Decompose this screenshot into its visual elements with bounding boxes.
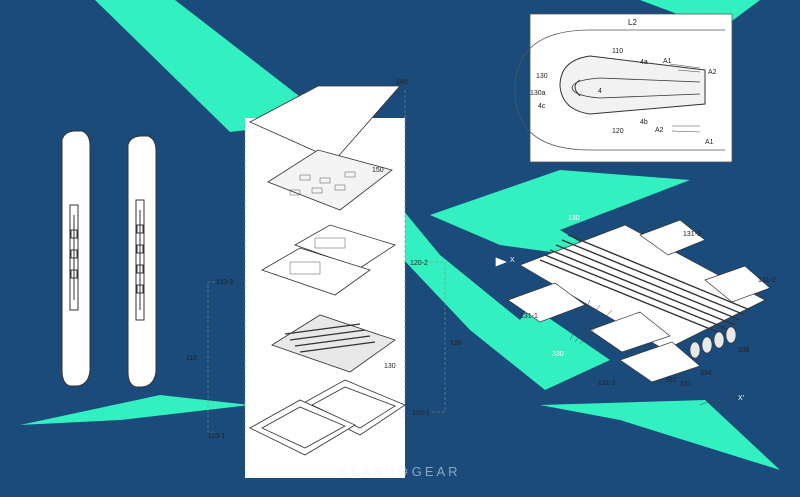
layer-140-plate <box>249 85 401 161</box>
exploded-view-labels: 140 150 110-2 120-2 110 120 130 110-1 12… <box>186 79 462 440</box>
label-110-2: 110-2 <box>216 279 233 286</box>
inset-label-4b: 4b <box>640 119 648 126</box>
label-110: 110 <box>186 355 197 362</box>
inset-label-l2: L2 <box>628 18 637 27</box>
label-120-1: 120-1 <box>412 410 430 417</box>
label-140: 140 <box>396 79 408 86</box>
slashgear-watermark: SLASH⚙GEAR <box>339 464 461 479</box>
layer-110-1-housing <box>249 399 356 456</box>
hinge-label-336: 336 <box>738 347 750 354</box>
label-110-1: 110-1 <box>208 433 225 440</box>
hinge-label-334: 334 <box>700 370 712 377</box>
hinge-label-131-1-bottom: 131-1 <box>598 380 616 387</box>
hinge-label-131-2: 131-2 <box>758 277 776 284</box>
inset-label-120: 120 <box>612 128 624 135</box>
hinge-label-x: X <box>510 257 515 264</box>
accent-bolt-bottom-left <box>20 395 250 425</box>
side-view-phone-right <box>127 135 157 388</box>
hinge-label-131-1-left: 131-1 <box>520 313 538 320</box>
inset-label-4a: 4a <box>640 59 648 66</box>
hinge-label-330: 330 <box>552 351 564 358</box>
label-150: 150 <box>372 167 384 174</box>
inset-label-a1-bottom: A1 <box>705 139 714 146</box>
inset-label-a1-top: A1 <box>663 58 672 65</box>
layer-110-2-plate <box>261 247 371 296</box>
hinge-labels: 130 131-3 X 131-2 131-1 330 131-1 336 33… <box>510 215 776 402</box>
hinge-label-130: 130 <box>568 215 580 222</box>
hinge-label-x-prime: X' <box>738 395 744 402</box>
inset-label-4: 4 <box>598 88 602 95</box>
inset-label-a2-top: A2 <box>708 69 717 76</box>
inset-label-130a: 130a <box>530 90 546 97</box>
label-120-2: 120-2 <box>410 260 428 267</box>
accent-bolt-top-left <box>95 0 330 132</box>
hinge-assembly <box>495 219 771 409</box>
inset-diagram: L2 110 4a A1 A2 130 130a 4 4c 120 4b A2 … <box>514 13 733 163</box>
inset-label-130: 130 <box>536 73 548 80</box>
label-130: 130 <box>384 363 396 370</box>
accent-bolt-bottom-right <box>540 400 780 470</box>
exploded-view <box>207 85 446 456</box>
layer-130-hinge <box>271 314 396 373</box>
inset-label-110: 110 <box>612 48 623 55</box>
hinge-label-332: 332 <box>665 377 677 384</box>
x-marker-triangle <box>495 257 507 267</box>
inset-label-4c: 4c <box>538 103 546 110</box>
inset-label-a2-bottom: A2 <box>655 127 664 134</box>
hinge-label-331: 331 <box>680 381 692 388</box>
label-120: 120 <box>450 340 462 347</box>
accent-bolt-right <box>430 170 690 260</box>
hinge-label-131-3: 131-3 <box>683 231 701 238</box>
side-view-phone-left <box>61 130 91 387</box>
